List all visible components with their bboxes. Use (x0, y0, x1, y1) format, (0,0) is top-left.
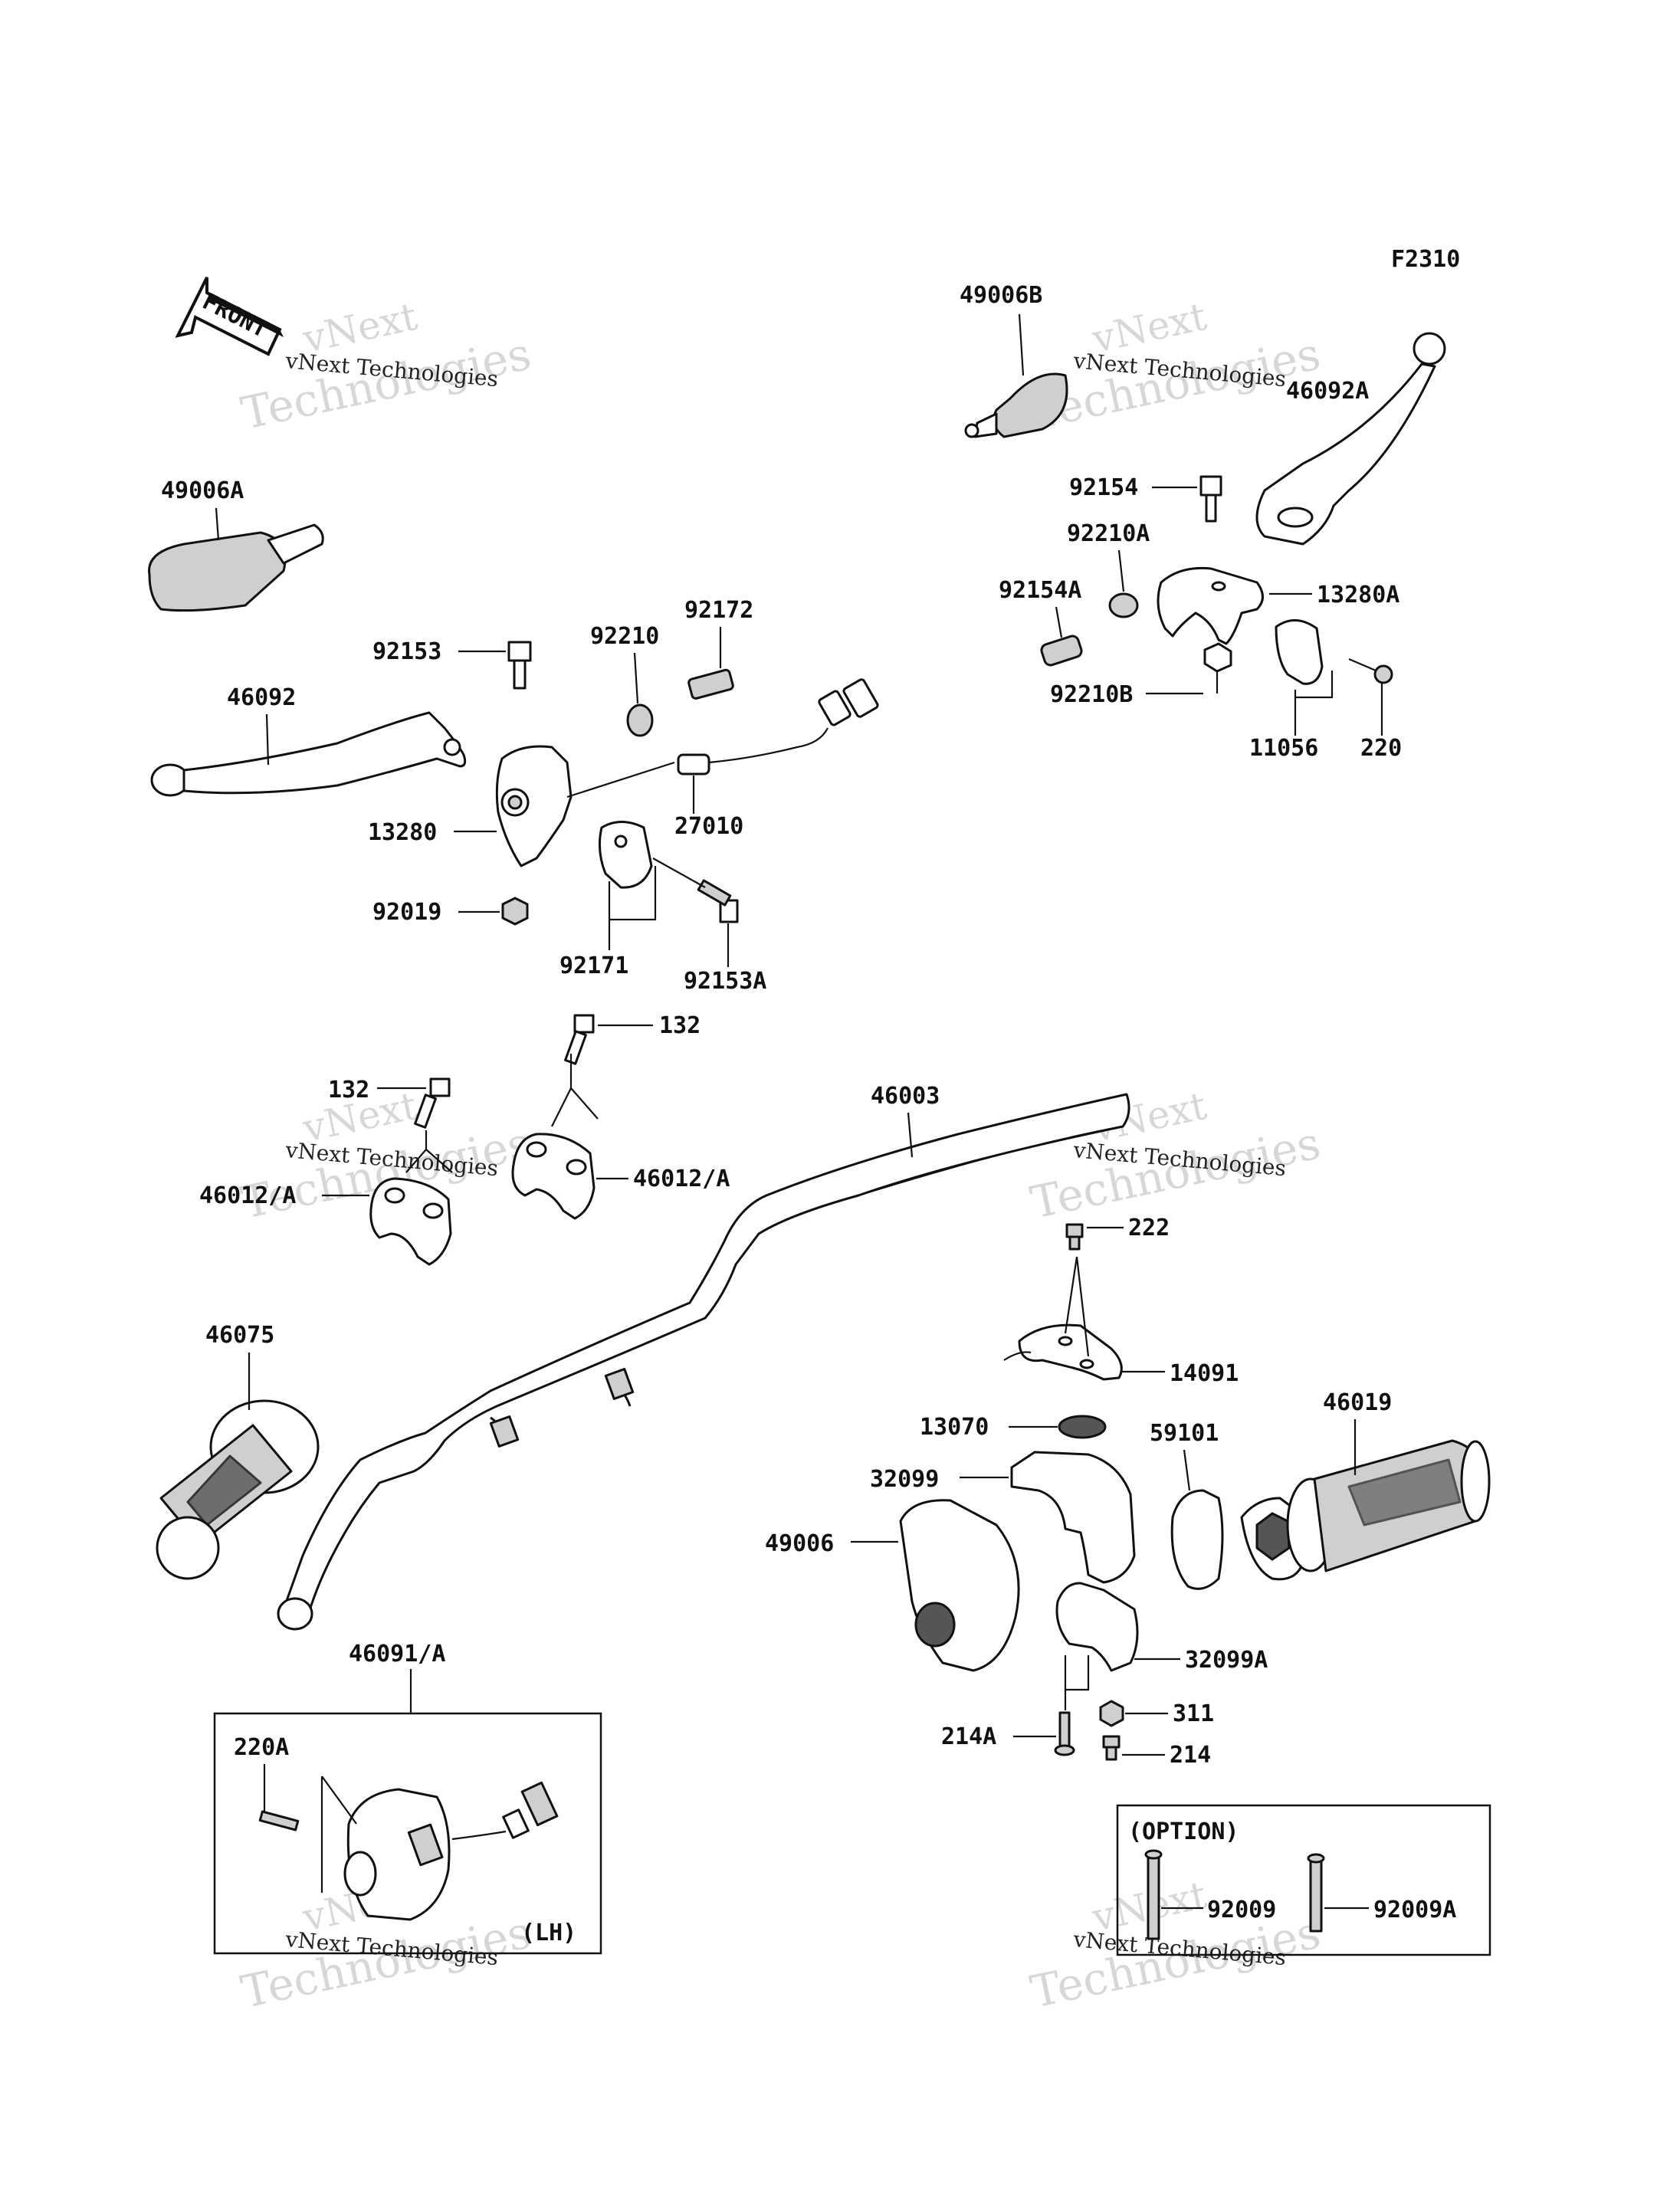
part-32099-throttle-housing-upper (1010, 1451, 1136, 1584)
label-49006: 49006 (765, 1530, 834, 1557)
label-92210B: 92210B (1050, 681, 1133, 708)
label-49006A: 49006A (161, 477, 244, 504)
label-214A: 214A (941, 1723, 996, 1750)
watermark-4: vNext Technologies vNext Technologies (1026, 1084, 1325, 1229)
label-92154: 92154 (1069, 474, 1138, 501)
part-222-screw (1065, 1223, 1084, 1251)
label-46003: 46003 (871, 1083, 940, 1110)
label-46012b: 46012/A (199, 1182, 296, 1209)
part-92210-adjuster (626, 703, 654, 737)
part-27010-switch (677, 678, 879, 776)
label-92171: 92171 (559, 953, 628, 979)
part-46092-clutch-lever (150, 711, 467, 797)
part-220-screw (1348, 657, 1393, 684)
part-92210A-adjuster (1108, 592, 1139, 618)
part-132-bolt-a (564, 1014, 595, 1065)
part-46091-switch (343, 1781, 559, 1921)
watermark-6: vNext Technologies vNext Technologies (1026, 1873, 1325, 2018)
label-13280: 13280 (368, 819, 437, 846)
label-46019: 46019 (1323, 1389, 1392, 1416)
label-46092: 46092 (227, 684, 296, 711)
label-11056: 11056 (1249, 735, 1318, 762)
label-92009A: 92009A (1373, 1897, 1456, 1923)
label-92154A: 92154A (999, 577, 1081, 604)
part-92172-bolt (687, 668, 734, 700)
label-92153A: 92153A (684, 968, 766, 995)
label-92210: 92210 (590, 623, 659, 650)
label-46092A: 46092A (1286, 378, 1369, 405)
part-46019-grip-right (1240, 1439, 1491, 1581)
part-214-screw (1102, 1735, 1121, 1761)
label-220: 220 (1360, 735, 1402, 762)
part-49006A-lever-cover (148, 523, 324, 612)
label-222: 222 (1128, 1215, 1170, 1241)
part-14091-cable-cover (1003, 1323, 1123, 1381)
label-32099: 32099 (870, 1466, 939, 1493)
part-92153-bolt (507, 641, 532, 690)
part-11056-clamp (1275, 619, 1324, 685)
front-arrow-icon: FRONT (175, 277, 284, 356)
part-13280A-lever-holder (1157, 566, 1264, 645)
label-49006B: 49006B (960, 282, 1042, 309)
diagram-code: F2310 (1391, 246, 1460, 273)
part-46012a-clamp-upper (511, 1133, 596, 1220)
label-132b: 132 (328, 1077, 369, 1103)
label-46012a: 46012/A (633, 1166, 730, 1192)
part-13280-lever-holder (495, 745, 573, 867)
part-92171-clamp (598, 821, 653, 889)
part-92019-nut (501, 897, 529, 926)
part-46075-grip-left (156, 1399, 320, 1580)
part-132-bolt-b (414, 1077, 451, 1129)
part-46003-handlebar (277, 1093, 1130, 1631)
label-32099A: 32099A (1185, 1647, 1268, 1674)
label-92019: 92019 (372, 899, 441, 926)
label-13280A: 13280A (1317, 582, 1399, 608)
label-59101: 59101 (1150, 1420, 1219, 1447)
label-214: 214 (1170, 1742, 1211, 1769)
label-46091: 46091/A (349, 1641, 445, 1667)
switch-box-frame (213, 1712, 602, 1955)
part-32099A-housing-lower (1055, 1582, 1139, 1672)
label-13070: 13070 (920, 1414, 989, 1441)
watermark-1: vNext Technologies vNext Technologies (237, 294, 536, 440)
part-46092A-lever (1255, 332, 1446, 546)
part-92154-bolt (1199, 475, 1222, 523)
part-59101-pulley (1170, 1489, 1224, 1590)
label-92210A: 92210A (1067, 520, 1150, 547)
part-49006B-lever-cover (964, 372, 1068, 438)
label-220A: 220A (234, 1734, 289, 1761)
label-92172: 92172 (684, 597, 753, 624)
option-box-label: (OPTION) (1128, 1818, 1239, 1845)
lh-label: (LH) (521, 1920, 576, 1946)
label-92009: 92009 (1207, 1897, 1276, 1923)
label-92153: 92153 (372, 638, 441, 665)
option-box-frame (1116, 1804, 1491, 1956)
label-14091: 14091 (1170, 1360, 1239, 1387)
label-27010: 27010 (674, 813, 743, 840)
part-92009A-bolt (1307, 1853, 1325, 1933)
label-311: 311 (1173, 1700, 1214, 1727)
part-92210B-nut (1203, 642, 1232, 673)
part-49006-throttle-cover (899, 1499, 1020, 1672)
part-13070-ring (1058, 1415, 1107, 1439)
label-132a: 132 (659, 1012, 701, 1039)
part-92154A-adjuster-bolt (1040, 635, 1083, 667)
part-220A-screw (258, 1810, 300, 1831)
part-214A-screw (1054, 1711, 1075, 1756)
part-92009-bolt (1144, 1849, 1163, 1940)
label-46075: 46075 (205, 1322, 274, 1349)
watermark-2: vNext Technologies vNext Technologies (1026, 294, 1325, 440)
part-46012b-clamp-lower (369, 1177, 452, 1266)
part-311-nut (1099, 1700, 1124, 1727)
